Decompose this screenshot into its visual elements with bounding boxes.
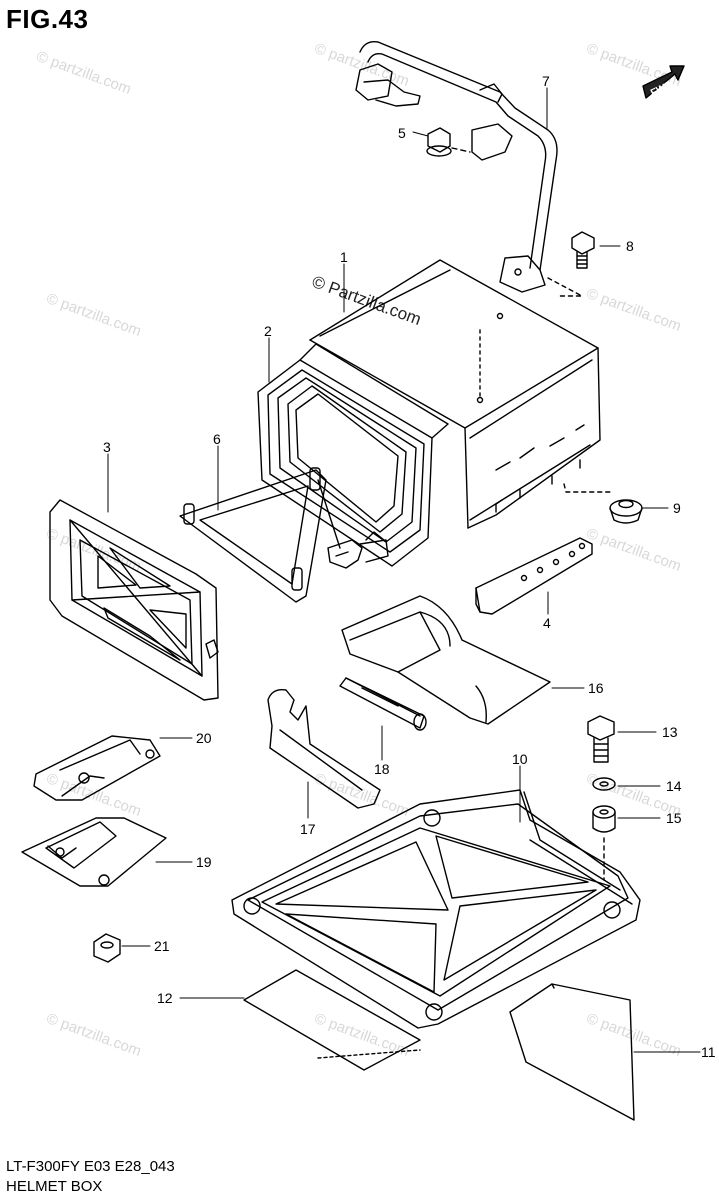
part-5-flange-nut (426, 127, 471, 157)
part-10-base-plate (231, 789, 641, 1029)
callout-19: 19 (196, 854, 212, 870)
part-21-nut (93, 933, 121, 963)
part-7-carrier-bar (355, 41, 558, 293)
part-2-seal-frame (257, 343, 449, 567)
callout-1: 1 (340, 249, 348, 265)
callout-7: 7 (542, 73, 550, 89)
part-16-tool-bag (341, 595, 551, 725)
callout-4: 4 (543, 615, 551, 631)
part-8-bolt (547, 231, 595, 297)
part-15-collar (592, 805, 616, 881)
callout-18: 18 (374, 761, 390, 777)
callout-8: 8 (626, 238, 634, 254)
callout-9: 9 (673, 500, 681, 516)
callout-16: 16 (588, 680, 604, 696)
part-9-grommet (609, 499, 643, 524)
callout-3: 3 (103, 439, 111, 455)
callout-5: 5 (398, 125, 406, 141)
forward-arrow-icon: FWD (642, 65, 685, 99)
part-4-box-stay (475, 537, 593, 615)
part-6-rubber-strap (179, 467, 389, 603)
part-17-spanner (267, 689, 381, 809)
part-13-bolt (587, 715, 615, 763)
part-19-holder (21, 817, 167, 887)
callout-11: 11 (701, 1044, 716, 1060)
part-12-pad (243, 969, 421, 1071)
callout-6: 6 (213, 431, 221, 447)
callout-14: 14 (666, 778, 682, 794)
leader-lines (107, 87, 701, 1053)
figure-title: FIG.43 (6, 4, 89, 34)
footer-model-code: LT-F300FY E03 E28_043 (6, 1158, 175, 1175)
callout-17: 17 (300, 821, 316, 837)
callout-12: 12 (157, 990, 173, 1006)
part-11-side-panel (509, 983, 635, 1121)
callout-13: 13 (662, 724, 678, 740)
callout-15: 15 (666, 810, 682, 826)
part-20-bracket (33, 735, 161, 801)
callout-labels: 1 2 3 4 5 6 7 8 9 10 11 12 13 14 15 16 1… (103, 73, 716, 1060)
part-18-screwdriver (339, 677, 427, 731)
part-1-helmet-box (309, 259, 613, 529)
callout-2: 2 (264, 323, 272, 339)
callout-20: 20 (196, 730, 212, 746)
part-3-lid-frame (49, 499, 219, 701)
part-14-washer (592, 777, 616, 791)
callout-21: 21 (154, 938, 170, 954)
footer-assembly-name: HELMET BOX (6, 1178, 103, 1195)
callout-10: 10 (512, 751, 528, 767)
